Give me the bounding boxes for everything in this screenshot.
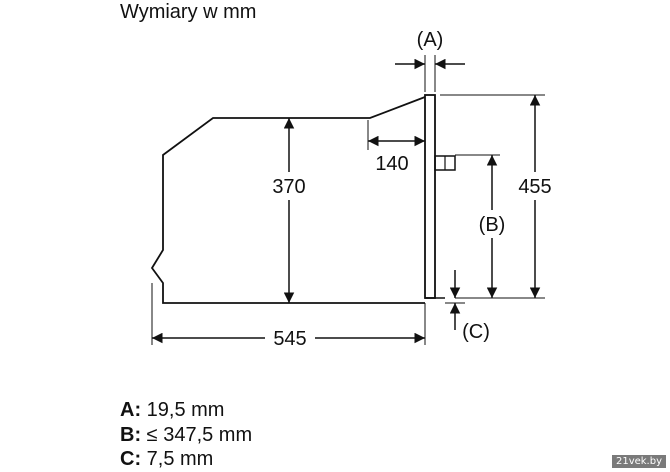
dim-545-label-bg (265, 325, 315, 351)
legend-key: B: (120, 423, 142, 446)
oven-front-panel (424, 94, 436, 299)
dim-b-label: (B) (479, 214, 506, 236)
watermark: 21vek.by (611, 455, 666, 468)
legend-value: 19,5 mm (141, 399, 225, 421)
dim-140-label: 140 (375, 153, 408, 175)
legend-row-c: C: 7,5 mm (120, 447, 252, 472)
dim-545-label: 545 (273, 328, 306, 350)
dimension-legend: A: 19,5 mm B: ≤ 347,5 mm C: 7,5 mm (120, 398, 252, 472)
dim-a-label: (A) (417, 29, 444, 51)
dim-b-label-bg (470, 210, 514, 238)
legend-value: ≤ 347,5 mm (141, 423, 253, 446)
legend-key: C: (120, 448, 142, 470)
dim-c-label: (C) (462, 321, 490, 343)
dim-455-label: 455 (518, 176, 551, 198)
legend-value: 7,5 mm (141, 448, 214, 470)
diagram-title: Wymiary w mm (120, 1, 256, 23)
legend-row-b: B: ≤ 347,5 mm (120, 423, 252, 448)
dim-370-label: 370 (272, 176, 305, 198)
dim-455-label-bg (512, 172, 558, 200)
oven-body-outline (150, 96, 426, 304)
legend-row-a: A: 19,5 mm (120, 398, 252, 423)
dim-370-label-bg (268, 172, 310, 200)
legend-key: A: (120, 399, 142, 421)
